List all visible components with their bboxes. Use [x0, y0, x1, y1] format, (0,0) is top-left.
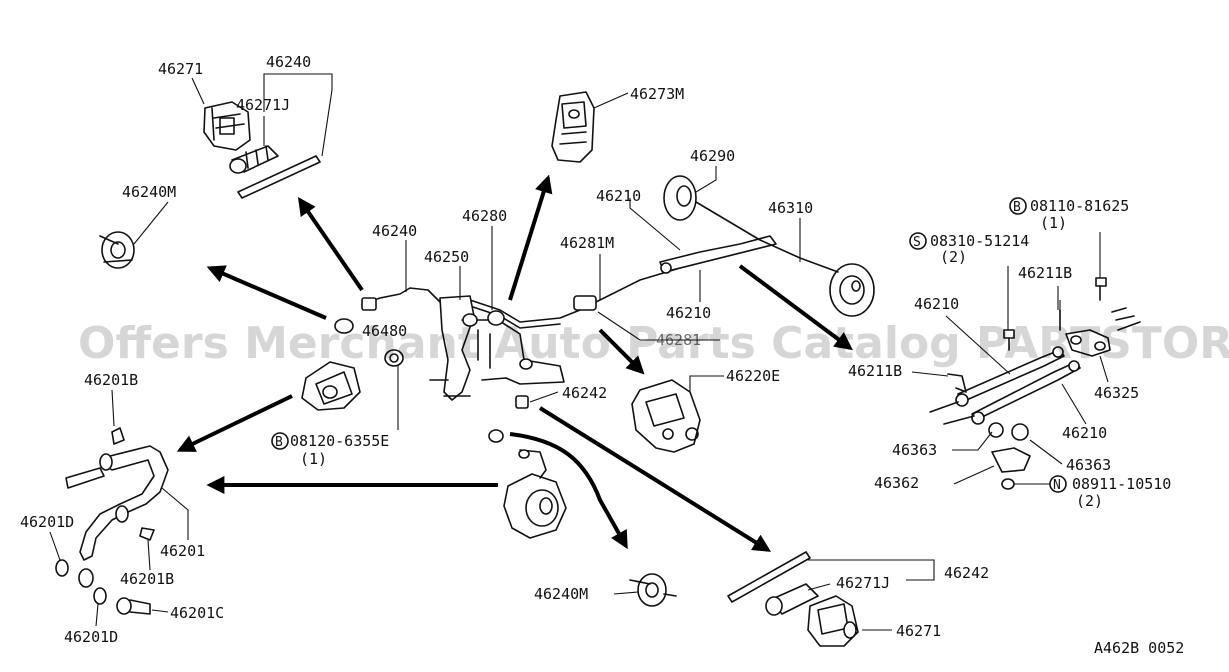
label-46281M: 46281M — [560, 234, 614, 252]
label-08110-81625: 08110-81625 — [1030, 197, 1129, 215]
brake-hose-46201[interactable] — [65, 427, 169, 561]
watermark: Offers Merchant Auto Parts Catalog PARTS… — [78, 318, 1229, 369]
label-46240-center: 46240 — [372, 222, 417, 240]
circle-letter-B: B — [275, 435, 283, 450]
label-nut-08911: N 08911-10510 (2) — [1049, 475, 1171, 510]
label-46271J-bottom: 46271J — [836, 574, 890, 592]
grommet-center[interactable] — [384, 349, 404, 367]
label-46201C: 46201C — [170, 604, 224, 622]
label-46201B-top: 46201B — [84, 371, 138, 389]
label-46310: 46310 — [768, 199, 813, 217]
direction-arrows — [176, 174, 853, 552]
clip-46240M-bottom[interactable] — [629, 573, 677, 607]
clip-46211B-mid[interactable] — [947, 373, 967, 393]
label-46325: 46325 — [1094, 384, 1139, 402]
bolt-46201C[interactable] — [116, 597, 151, 615]
circle-letter-S: S — [913, 235, 921, 250]
brake-drum-lower-center[interactable] — [503, 449, 567, 539]
clip-small-center[interactable] — [334, 297, 377, 334]
diaphragm-46290[interactable] — [663, 175, 697, 221]
label-08120-6355E: 08120-6355E — [290, 432, 389, 450]
label-08310-qty: (2) — [940, 248, 967, 266]
label-46480: 46480 — [362, 322, 407, 340]
label-46220E: 46220E — [726, 367, 780, 385]
label-screw-08310: S 08310-51214 (2) — [909, 232, 1029, 266]
label-46201D-bottom: 46201D — [64, 628, 118, 646]
bracket-46325[interactable] — [1059, 307, 1141, 357]
label-46273M: 46273M — [630, 85, 684, 103]
label-46271J-top: 46271J — [236, 96, 290, 114]
label-46201B-bottom: 46201B — [120, 570, 174, 588]
label-46211B-right: 46211B — [1018, 264, 1072, 282]
grommet-46363[interactable] — [988, 422, 1029, 441]
bolt-08110-81625[interactable] — [1095, 277, 1107, 301]
label-46210-mid: 46210 — [666, 304, 711, 322]
label-46210-right-bottom: 46210 — [1062, 424, 1107, 442]
label-46362: 46362 — [874, 474, 919, 492]
label-08911-10510: 08911-10510 — [1072, 475, 1171, 493]
mount-bracket-46273M[interactable] — [551, 91, 595, 163]
rod-46242-bottom[interactable] — [727, 551, 811, 603]
label-bolt-08110: B 08110-81625 (1) — [1009, 197, 1129, 232]
screw-08310-51214[interactable] — [1003, 329, 1015, 351]
bolt-08120-6355E-label: B 08120-6355E (1) — [271, 432, 389, 468]
label-46210-upper: 46210 — [596, 187, 641, 205]
label-46280: 46280 — [462, 207, 507, 225]
brake-tube-46210-right[interactable] — [929, 346, 1081, 425]
nut-08911-10510[interactable] — [1001, 478, 1015, 490]
rod-top-left[interactable] — [237, 155, 321, 199]
label-46281-faded: 46281 — [656, 331, 701, 349]
label-46242-bottom: 46242 — [944, 564, 989, 582]
clip-46240M-left[interactable] — [99, 231, 135, 269]
label-46210-right-top: 46210 — [914, 295, 959, 313]
label-46363-right: 46363 — [1066, 456, 1111, 474]
label-46271-bottom: 46271 — [896, 622, 941, 640]
label-08310-51214: 08310-51214 — [930, 232, 1029, 250]
mount-bracket-46271-bottom[interactable] — [807, 595, 859, 647]
label-46250: 46250 — [424, 248, 469, 266]
drum-46310[interactable] — [829, 263, 875, 317]
label-46242-center: 46242 — [562, 384, 607, 402]
caliper-46220E[interactable] — [631, 379, 701, 453]
clip-46242-center[interactable] — [488, 395, 529, 443]
brake-tube-46210-upper[interactable] — [659, 235, 777, 274]
pipe-clip-46281M[interactable] — [573, 295, 597, 311]
label-46363-left: 46363 — [892, 441, 937, 459]
label-46201: 46201 — [160, 542, 205, 560]
label-08911-qty: (2) — [1076, 492, 1103, 510]
bushing-top-left[interactable] — [229, 145, 279, 174]
label-46240-top: 46240 — [266, 53, 311, 71]
circle-letter-B-right: B — [1013, 200, 1021, 215]
label-46271-top: 46271 — [158, 60, 203, 78]
label-46290: 46290 — [690, 147, 735, 165]
brake-drum-left-center[interactable] — [301, 361, 361, 411]
label-46201D-left: 46201D — [20, 513, 74, 531]
label-46240M-left: 46240M — [122, 183, 176, 201]
diagram-code: A462B 0052 — [1094, 639, 1184, 657]
label-46211B-mid: 46211B — [848, 362, 902, 380]
bushing-46271J-bottom[interactable] — [765, 583, 819, 616]
label-46240M-bottom: 46240M — [534, 585, 588, 603]
mount-bracket-top-left[interactable] — [203, 101, 251, 151]
circle-letter-N: N — [1053, 478, 1061, 493]
label-08120-qty: (1) — [300, 450, 327, 468]
washer-46201D[interactable] — [55, 559, 107, 605]
label-08110-qty: (1) — [1040, 214, 1067, 232]
bracket-46362[interactable] — [991, 447, 1031, 473]
